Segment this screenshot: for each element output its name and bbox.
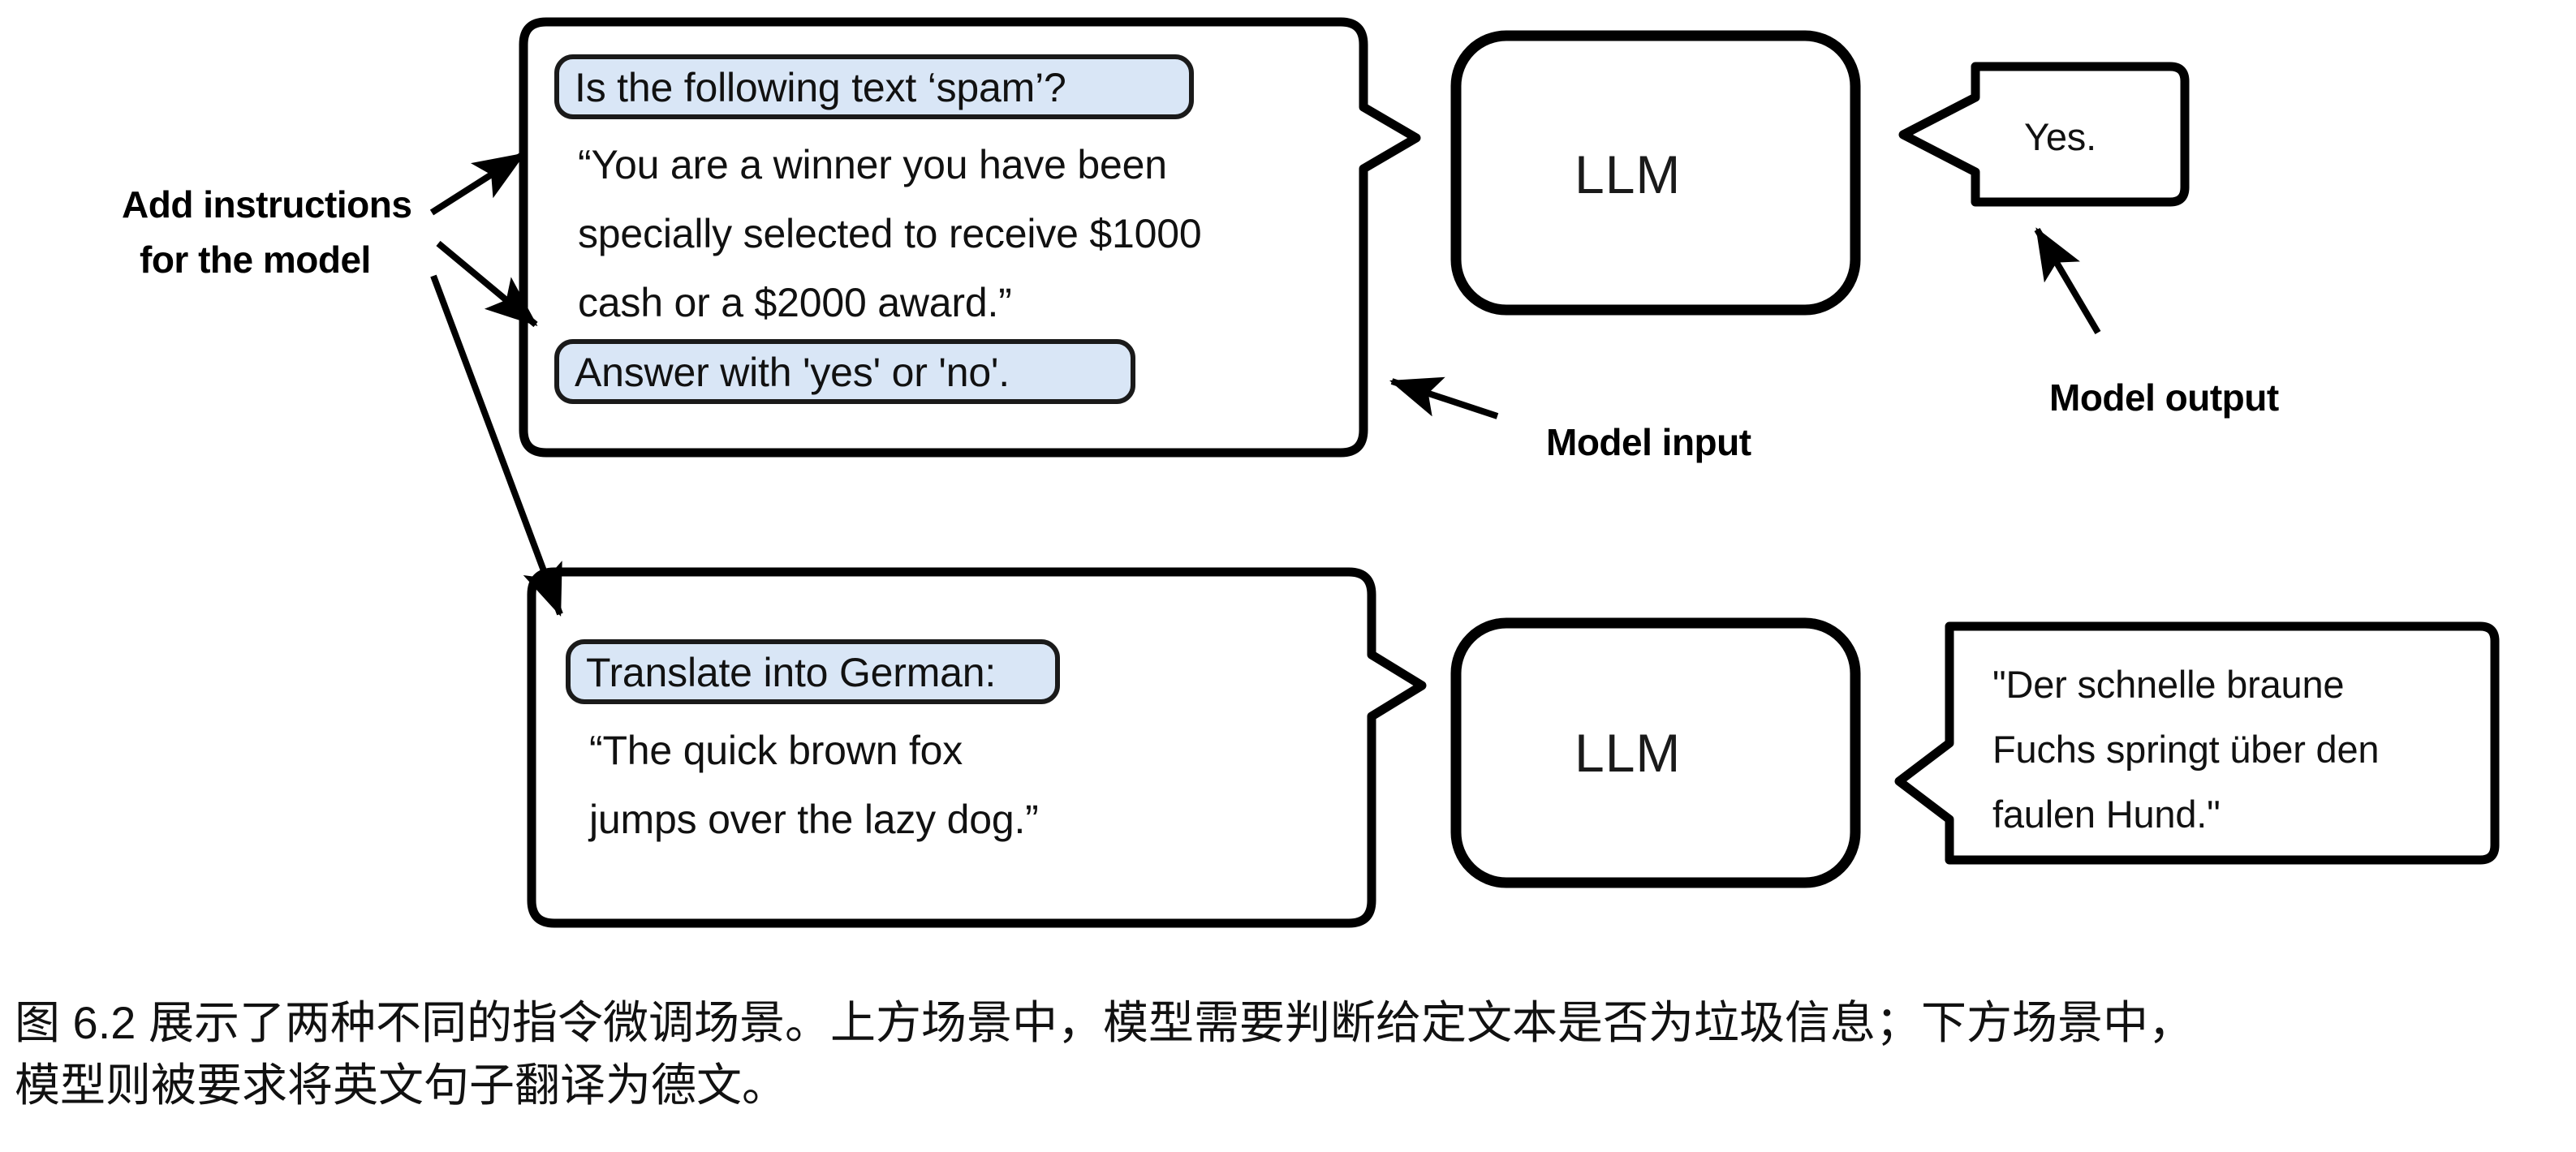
- arrow-model-output-label: [2034, 227, 2101, 335]
- input-body-line-3-top: cash or a $2000 award.”: [578, 280, 1012, 325]
- model-output-line-2-bottom: Fuchs springt über den: [1992, 728, 2380, 771]
- arrow-instructions-to-answer-pill: [436, 240, 538, 328]
- input-body-line-2-top: specially selected to receive $1000: [578, 211, 1202, 256]
- answer-highlight-pill-top: [554, 339, 1135, 404]
- model-output-label: Model output: [2049, 376, 2279, 419]
- arrow-instructions-to-bottom-pill: [430, 274, 563, 617]
- model-input-label: Model input: [1546, 421, 1751, 463]
- figure-caption-line-1: 图 6.2 展示了两种不同的指令微调场景。上方场景中，模型需要判断给定文本是否为…: [15, 997, 2194, 1048]
- input-body-line-1-bottom: “The quick brown fox: [589, 728, 963, 773]
- add-instructions-label-line2: for the model: [140, 239, 371, 281]
- model-output-line-1-bottom: "Der schnelle braune: [1992, 663, 2345, 706]
- llm-box-bottom: [1450, 617, 1861, 888]
- input-body-line-1-top: “You are a winner you have been: [578, 142, 1167, 187]
- diagram-canvas: [429, 17, 2500, 928]
- arrow-model-input-label: [1389, 376, 1499, 419]
- llm-label-top: LLM: [1574, 144, 1682, 204]
- figure-caption: 图 6.2 展示了两种不同的指令微调场景。上方场景中，模型需要判断给定文本是否为…: [15, 991, 2571, 1117]
- answer-pill-label-top: Answer with 'yes' or 'no'.: [575, 350, 1010, 395]
- llm-box-top: [1450, 30, 1861, 316]
- model-output-line-3-bottom: faulen Hund.": [1992, 793, 2221, 836]
- arrow-instructions-to-top-pill: [429, 151, 526, 216]
- add-instructions-label-line1: Add instructions: [122, 183, 412, 226]
- llm-label-bottom: LLM: [1574, 723, 1682, 783]
- model-output-bubble-top: [1898, 62, 2190, 207]
- instruction-highlight-pill-top: [554, 54, 1194, 119]
- instruction-highlight-pill-bottom: [566, 639, 1060, 704]
- instruction-pill-label-bottom: Translate into German:: [586, 650, 997, 695]
- input-body-line-2-bottom: jumps over the lazy dog.”: [589, 797, 1039, 842]
- model-output-line-top: Yes.: [2024, 115, 2096, 158]
- figure-caption-line-2: 模型则被要求将英文句子翻译为德文。: [15, 1060, 787, 1111]
- instruction-pill-label-top: Is the following text ‘spam’?: [575, 65, 1066, 110]
- model-output-bubble-bottom: [1894, 621, 2500, 865]
